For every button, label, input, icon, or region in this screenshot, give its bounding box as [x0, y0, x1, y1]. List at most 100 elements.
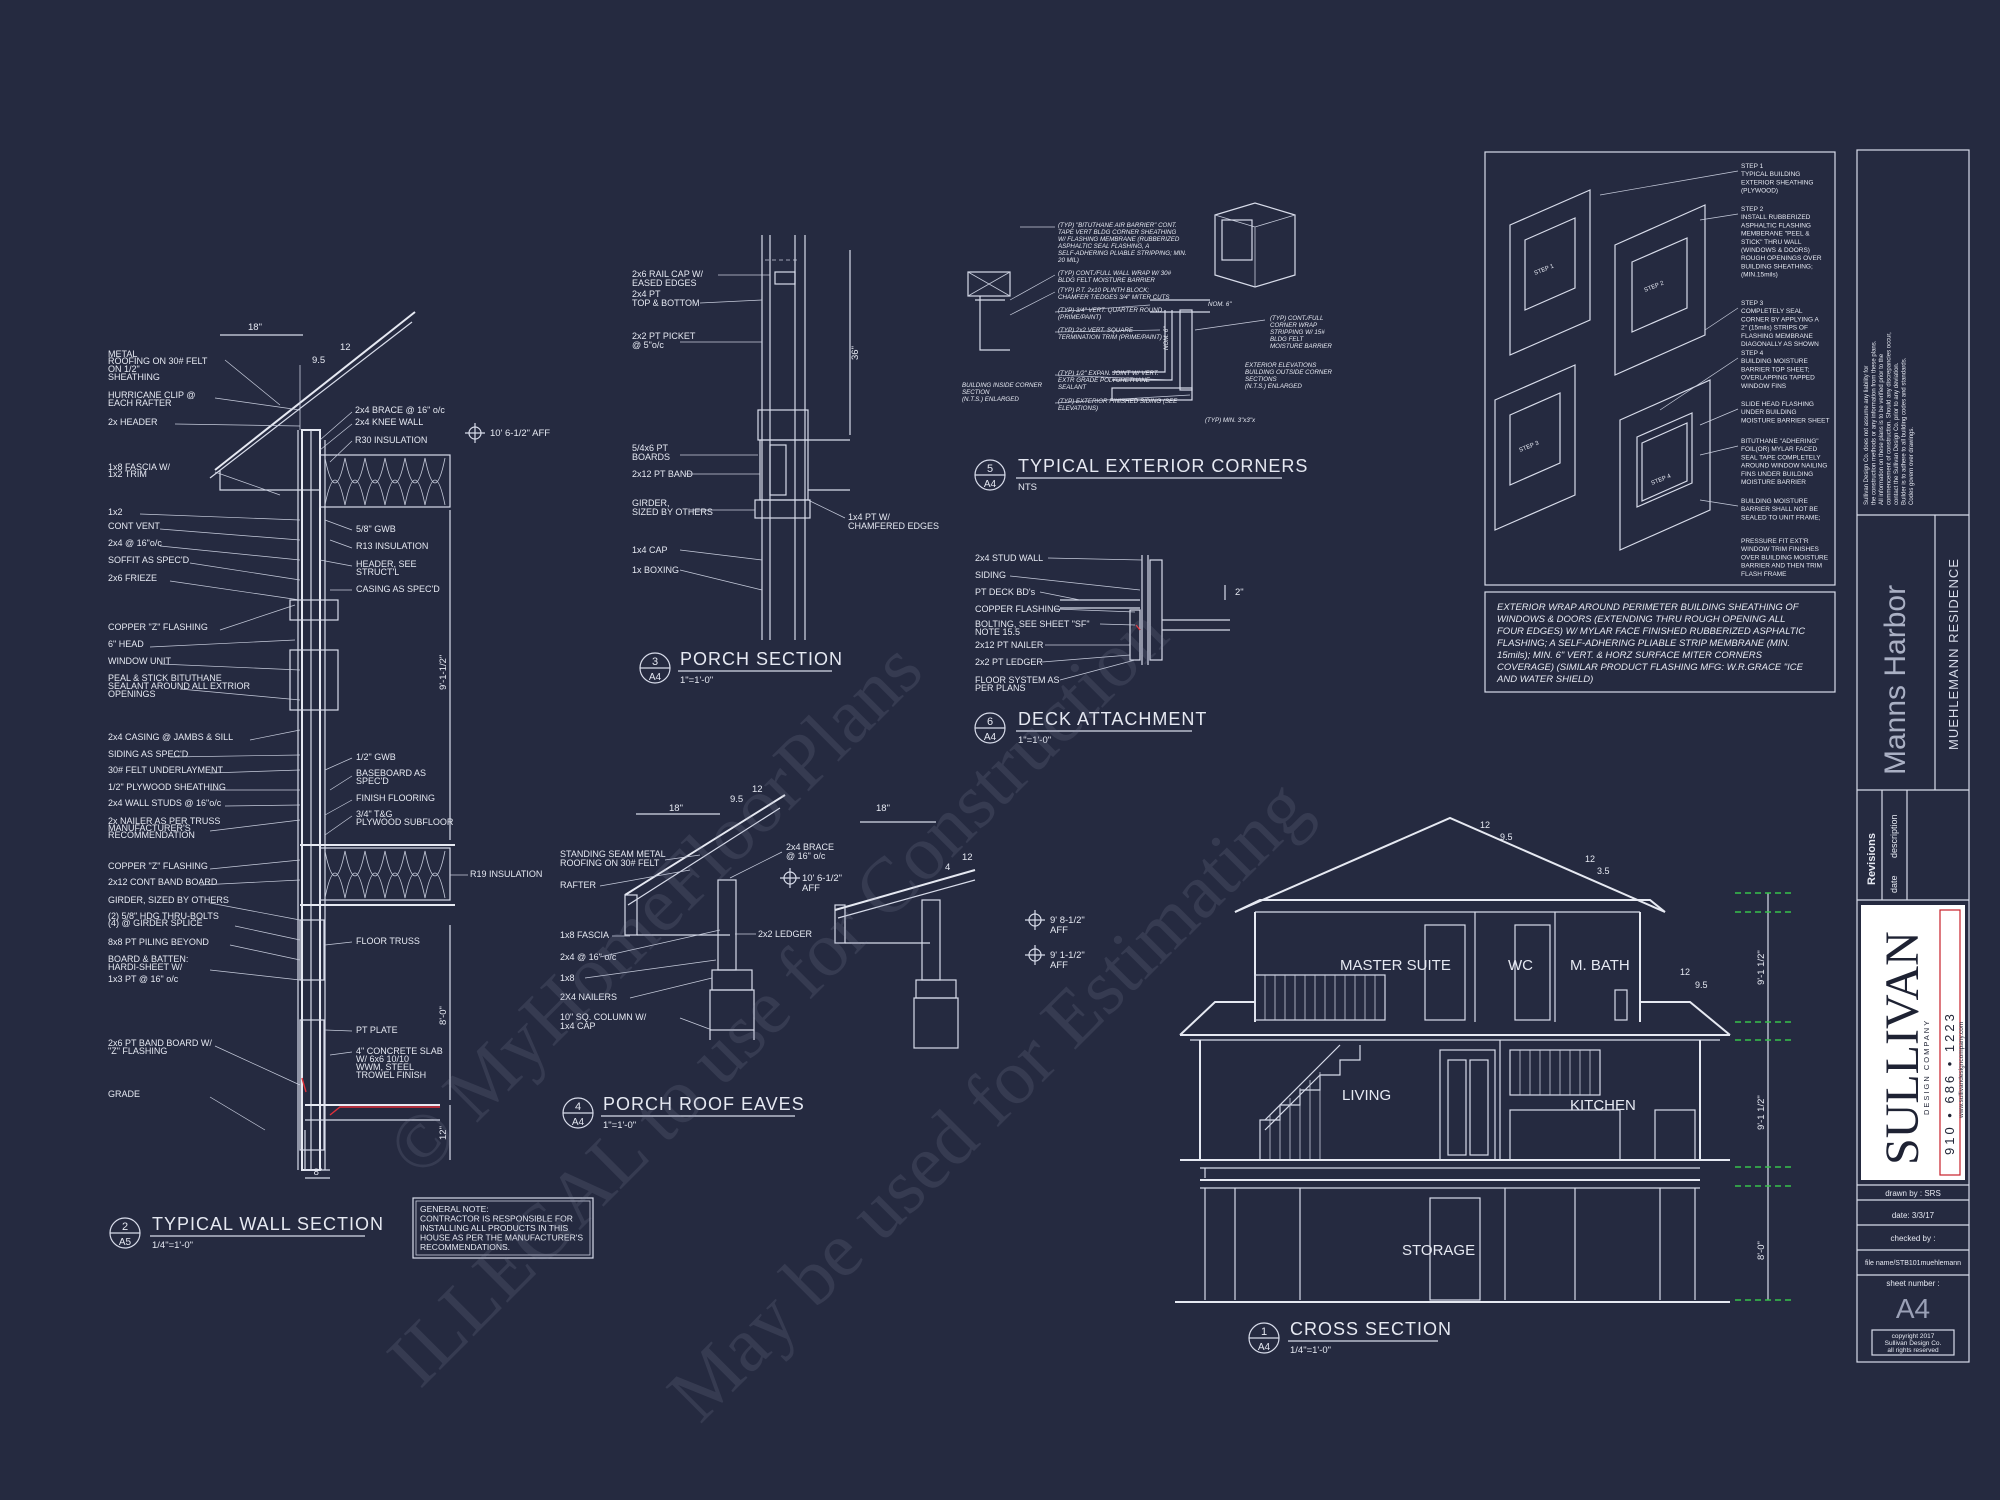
wall-dim-top: 18"	[248, 322, 262, 333]
leader-line	[179, 688, 301, 701]
leader-line	[1039, 591, 1081, 601]
deck-label: PT DECK BD's	[975, 587, 1036, 597]
d1-number: 1	[1261, 1326, 1267, 1338]
wall-left-label: "Z" FLASHING	[108, 1046, 167, 1056]
leader-line	[1054, 394, 1191, 404]
eave-aff2b: AFF	[1050, 925, 1068, 936]
wall-left-label: BOARD & BATTEN:	[108, 954, 188, 964]
leader-line	[679, 1017, 713, 1031]
corner-label: SEALANT	[1058, 384, 1087, 391]
leader-line	[324, 799, 353, 816]
corner-label: (N.T.S.) ENLARGED	[962, 396, 1019, 403]
flashing-step-text: TYPICAL BUILDING	[1741, 171, 1800, 178]
leader-line	[214, 471, 281, 496]
wall-right-label: FLOOR TRUSS	[356, 936, 420, 946]
deck-label: BOLTING, SEE SHEET "SF"	[975, 619, 1090, 629]
copyright-line: Sullivan Design Co.	[1885, 1340, 1942, 1347]
exterior-corners-labels: (TYP) "BITUTHANE AIR BARRIER" CONT.TAPE …	[962, 222, 1333, 424]
wall-left-label: (2) 5/8" HDG THRU-BOLTS	[108, 911, 219, 921]
corner-label: (TYP) 2x2 VERT. SQUARE	[1058, 327, 1134, 334]
sheet-number: A4	[1896, 1293, 1930, 1324]
corner-label: (TYP) CONT./FULL WALL WRAP W/ 30#	[1058, 270, 1172, 277]
wall-left-label: PEAL & STICK BITUTHANE	[108, 673, 222, 683]
wall-dim-bottom: 8"	[314, 1167, 323, 1178]
flashing-step-text: BUILDING MOISTURE	[1741, 498, 1808, 505]
d1-sheet: A4	[1258, 1342, 1271, 1353]
leader-line	[209, 769, 301, 774]
flashing-note-line: COVERAGE) (SIMILAR PRODUCT FLASHING MFG:…	[1497, 662, 1804, 673]
corner-label: BUILDING INSIDE CORNER	[962, 382, 1043, 389]
corner-label: (TYP) MIN. 3"x3"x	[1205, 417, 1256, 424]
cross-dim-3: 8'-0"	[1756, 1241, 1767, 1260]
wall-left-label: WINDOW UNIT	[108, 656, 171, 666]
wall-left-label: SHEATHING	[108, 372, 160, 382]
leader-line	[1194, 319, 1266, 331]
d5-scale: NTS	[1018, 482, 1037, 493]
wall-right-label: WWM, STEEL	[356, 1062, 414, 1072]
flashing-step-text: MOISTURE BARRIER SHEET	[1741, 417, 1830, 424]
corner-label: SECTION	[962, 389, 990, 396]
wall-right-label: PT PLATE	[356, 1025, 398, 1035]
flashing-step-text: BARRIER SHALL NOT BE	[1741, 506, 1819, 513]
wall-left-label: ON 1/2"	[108, 364, 140, 374]
corner-label: W/ FLASHING MEMBRANE (RUBBERIZED	[1058, 236, 1180, 243]
eave-label: ROOFING ON 30# FELT	[560, 858, 660, 868]
wall-right-label: HEADER, SEE	[356, 559, 417, 569]
corner-label: BLDG FELT	[1270, 336, 1304, 343]
corner-label: TAPE VERT BLDG CORNER SHEATHING	[1058, 229, 1176, 236]
corner-label: CORNER WRAP	[1270, 322, 1318, 329]
revisions-label: Revisions	[1866, 833, 1878, 885]
flashing-step-text: MOISTURE BARRIER	[1741, 479, 1806, 486]
flashing-step-text: UNDER BUILDING	[1741, 409, 1797, 416]
leader-line	[1699, 499, 1739, 507]
leader-line	[629, 977, 713, 999]
general-note: GENERAL NOTE:CONTRACTOR IS RESPONSIBLE F…	[412, 1197, 594, 1259]
eave-aff2: 9' 8-1/2"	[1050, 915, 1085, 926]
corner-label: EXTR GRADE POLYURETHANE	[1058, 377, 1151, 384]
flashing-step-text: INSTALL RUBBERIZED	[1741, 214, 1811, 221]
flashing-step-text: SEAL TAPE COMPLETELY	[1741, 454, 1821, 461]
eave-label: 2x2 LEDGER	[758, 929, 813, 939]
deck-label: 2x12 PT NAILER	[975, 640, 1044, 650]
level-ticks	[1735, 892, 1795, 1301]
leader-line	[324, 519, 353, 531]
flashing-step-text: BARRIER AND THEN TRIM	[1741, 563, 1822, 570]
deck-label: 2x4 STUD WALL	[975, 553, 1043, 563]
file-name: file name/STB101muehlemann	[1865, 1260, 1961, 1267]
flashing-step-text: FLASH FRAME	[1741, 571, 1787, 578]
leader-line	[1099, 623, 1136, 626]
leader-line	[169, 580, 301, 601]
flashing-note-line: AND WATER SHIELD)	[1496, 674, 1593, 685]
wall-right-label: TROWEL FINISH	[356, 1070, 426, 1080]
logo-web: www.sullivandesigncompany.com	[1958, 1022, 1965, 1119]
flashing-step-text: BUILDING SHEATHING;	[1741, 263, 1813, 270]
wall-left-label: 2x4 CASING @ JAMBS & SILL	[108, 732, 233, 742]
eave-label: 2X4 NAILERS	[560, 992, 617, 1002]
flashing-step-text: STEP 3	[1741, 300, 1764, 307]
leader-line	[1054, 608, 1136, 613]
disclaimer-line: Sullivan Design Co. does not assume any …	[1864, 366, 1870, 505]
flashing-step-text: SEALED TO UNIT FRAME;	[1741, 514, 1821, 521]
corner-label: 20 MIL)	[1057, 257, 1079, 264]
leader-line	[169, 754, 301, 758]
leader-line	[664, 854, 701, 861]
d4-title: PORCH ROOF EAVES	[603, 1094, 805, 1114]
wall-section-detail: 18" 12 9.5 10' 6-1/2" AFF 9'-1-1/2" 8'-0…	[108, 311, 550, 1251]
sheet-number-label: sheet number :	[1886, 1279, 1939, 1288]
leader-line	[599, 869, 691, 887]
sheet-date: date: 3/3/17	[1892, 1211, 1935, 1220]
corner-label: NOM. 6"	[1163, 326, 1170, 350]
deck-label: COPPER FLASHING	[975, 604, 1061, 614]
room-label: LIVING	[1342, 1087, 1391, 1104]
wall-left-label: 8x8 PT PILING BEYOND	[108, 937, 209, 947]
flashing-step-text: 2" (15mils) STRIPS OF	[1741, 325, 1808, 332]
corner-label: ELEVATIONS)	[1058, 405, 1098, 412]
deck-label: FLOOR SYSTEM AS	[975, 675, 1060, 685]
leader-line	[324, 941, 353, 946]
leader-line	[219, 604, 296, 631]
exterior-corners-detail: (TYP) "BITUTHANE AIR BARRIER" CONT.TAPE …	[962, 202, 1333, 493]
d4-scale: 1"=1'-0"	[603, 1120, 636, 1131]
